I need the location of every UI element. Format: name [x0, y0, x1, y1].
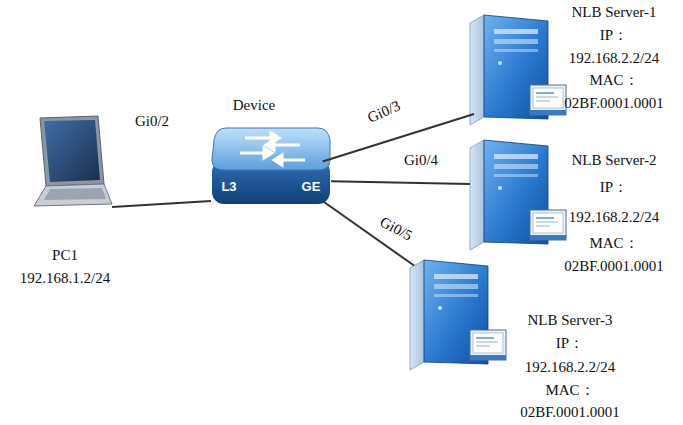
- server-name: NLB Server-2: [571, 151, 656, 169]
- ip-address: 192.168.2.2/24: [569, 49, 659, 67]
- ip-address: 192.168.2.2/24: [569, 208, 659, 226]
- icon-text: L3: [221, 178, 236, 196]
- port-label: Gi0/4: [402, 152, 440, 169]
- mac-address: 02BF.0001.0001: [564, 257, 664, 275]
- mac-address: 02BF.0001.0001: [564, 94, 664, 112]
- mac-address: 02BF.0001.0001: [520, 403, 620, 421]
- field-label: IP：: [556, 334, 584, 352]
- nlb-server: NLB Server-3IP：192.168.2.2/24MAC：02BF.00…: [410, 260, 490, 370]
- nlb-server: NLB Server-1IP：192.168.2.2/24MAC：02BF.00…: [470, 15, 550, 125]
- network-link: [112, 201, 211, 207]
- port-label: Gi0/5: [375, 213, 417, 246]
- network-link: [323, 114, 474, 162]
- pc-laptop: PC1192.168.1.2/24: [34, 115, 112, 207]
- field-label: MAC：: [589, 234, 638, 252]
- field-label: IP：: [600, 26, 628, 44]
- ip-address: 192.168.1.2/24: [20, 269, 110, 287]
- network-link: [331, 181, 470, 184]
- ip-address: 192.168.2.2/24: [525, 358, 615, 376]
- server-name: NLB Server-1: [571, 3, 656, 21]
- field-label: IP：: [600, 178, 628, 196]
- device-name: Device: [233, 96, 275, 114]
- icon-text: GE: [302, 178, 321, 196]
- port-label: Gi0/3: [363, 96, 405, 127]
- device-name: PC1: [52, 246, 78, 264]
- field-label: MAC：: [589, 71, 638, 89]
- server-name: NLB Server-3: [527, 311, 612, 329]
- l3-switch: DeviceL3GE: [211, 126, 331, 205]
- port-label: Gi0/2: [133, 113, 171, 130]
- field-label: MAC：: [545, 381, 594, 399]
- nlb-server: NLB Server-2IP：192.168.2.2/24MAC：02BF.00…: [470, 140, 550, 250]
